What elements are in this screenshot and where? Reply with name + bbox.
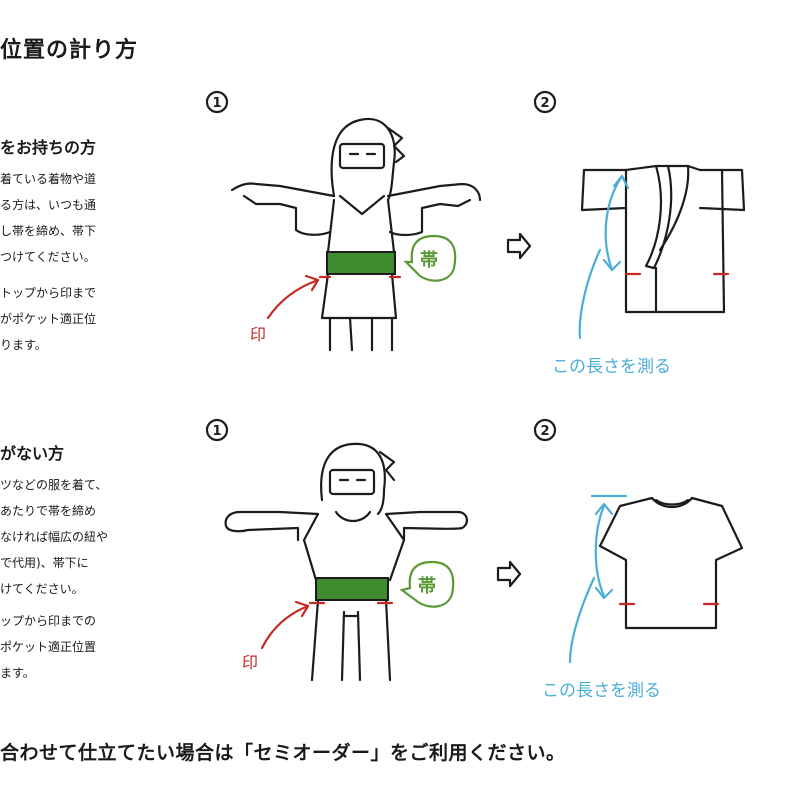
svg-text:帯: 帯 xyxy=(418,575,436,597)
step-number-2-bottom: 2 xyxy=(533,418,557,442)
text-line: あたりで帯を締め xyxy=(0,504,97,518)
text-line: 着ている着物や道 xyxy=(0,172,97,186)
text-line: つけてください。 xyxy=(0,250,96,264)
obi-label-bubble: 帯 xyxy=(403,234,457,282)
figure-tshirt: 印 xyxy=(224,442,468,682)
text-line: る方は、いつも通 xyxy=(0,198,97,212)
svg-text:1: 1 xyxy=(212,424,221,439)
text-line: ます。 xyxy=(0,666,35,680)
step-number-1-bottom: 1 xyxy=(205,418,229,442)
footer-note: 合わせて仕立てたい場合は「セミオーダー」をご利用ください。 xyxy=(0,742,566,764)
section-text-no-kimono: ツなどの服を着て、 あたりで帯を締め なければ幅広の紐や で代用)、帯下に けて… xyxy=(0,472,108,602)
section-text-kimono-owner: 着ている着物や道 る方は、いつも通 し帯を締め、帯下 つけてください。 xyxy=(0,166,96,270)
tshirt-flat: この長さを測る xyxy=(542,494,744,701)
svg-text:印: 印 xyxy=(250,325,266,344)
text-line: けてください。 xyxy=(0,582,84,596)
section-note-no-kimono: ップから印までの ポケット適正位置 ます。 xyxy=(0,608,96,686)
belt-label-bubble: 帯 xyxy=(399,560,455,608)
next-arrow-icon xyxy=(496,560,522,588)
text-line: ポケット適正位置 xyxy=(0,640,97,654)
text-line: トップから印まで xyxy=(0,286,97,300)
svg-text:1: 1 xyxy=(212,96,221,111)
kimono-jacket-flat: この長さを測る xyxy=(552,164,746,377)
text-line: し帯を締め、帯下 xyxy=(0,224,97,238)
svg-text:帯: 帯 xyxy=(420,249,438,271)
svg-text:印: 印 xyxy=(242,653,258,672)
section-heading-kimono-owner: をお持ちの方 xyxy=(0,138,97,157)
figure-kimono: 印 xyxy=(230,117,482,352)
section-note-kimono-owner: トップから印まで がポケット適正位 ります。 xyxy=(0,280,96,358)
text-line: ります。 xyxy=(0,338,47,352)
svg-text:2: 2 xyxy=(540,424,549,439)
text-line: なければ幅広の紐や xyxy=(0,530,109,544)
text-line: がポケット適正位 xyxy=(0,312,97,326)
step-number-1-top: 1 xyxy=(205,90,229,114)
svg-text:この長さを測る: この長さを測る xyxy=(552,357,671,377)
text-line: ップから印までの xyxy=(0,614,97,628)
svg-text:2: 2 xyxy=(540,96,549,111)
step-number-2-top: 2 xyxy=(533,90,557,114)
text-line: で代用)、帯下に xyxy=(0,556,89,570)
next-arrow-icon xyxy=(506,232,532,260)
svg-text:この長さを測る: この長さを測る xyxy=(542,681,661,701)
section-heading-no-kimono: がない方 xyxy=(0,444,65,463)
page-title: 位置の計り方 xyxy=(0,38,139,63)
text-line: ツなどの服を着て、 xyxy=(0,478,108,492)
